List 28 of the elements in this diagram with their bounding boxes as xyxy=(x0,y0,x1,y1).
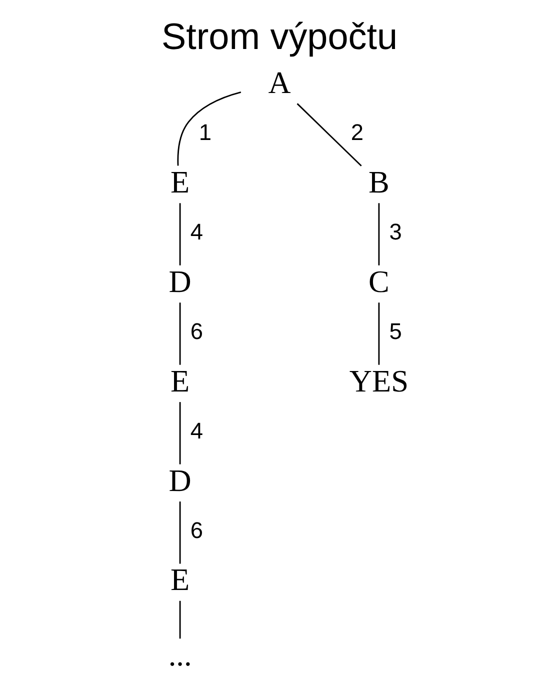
edge-label: 3 xyxy=(389,218,402,245)
edge-label: 5 xyxy=(389,318,402,344)
edge-label: 2 xyxy=(350,119,364,146)
connector xyxy=(378,302,380,365)
node-text: D xyxy=(168,264,192,299)
connector xyxy=(179,203,181,266)
connector xyxy=(378,203,380,266)
connector xyxy=(179,600,181,639)
node-text: YES xyxy=(349,363,408,398)
connector xyxy=(177,92,242,166)
node-text: E xyxy=(170,363,190,398)
node-text: E xyxy=(170,164,190,200)
connector xyxy=(296,103,362,166)
node-text: A xyxy=(268,64,291,100)
edge-label: 4 xyxy=(190,417,204,444)
edge-label: 1 xyxy=(198,119,212,146)
node-text: ... xyxy=(168,638,192,673)
connector xyxy=(179,502,181,564)
node-text: C xyxy=(368,264,390,299)
node-text: D xyxy=(168,462,192,498)
node-text: E xyxy=(170,562,190,598)
edge-label: 4 xyxy=(190,218,204,245)
connector xyxy=(179,402,181,464)
edge-label: 6 xyxy=(190,318,204,344)
diagram-title: Strom výpočtu xyxy=(161,16,398,58)
edge-label: 6 xyxy=(190,516,204,543)
connector xyxy=(179,302,181,365)
node-text: B xyxy=(368,164,390,200)
